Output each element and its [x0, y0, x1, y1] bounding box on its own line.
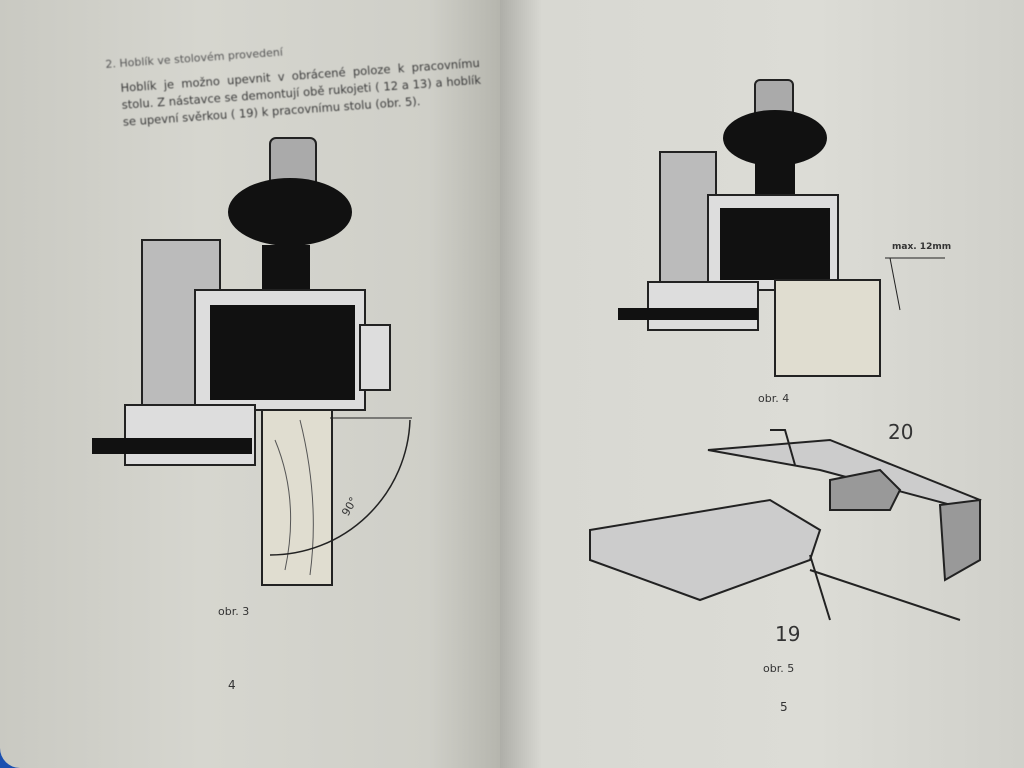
right-page: max. 12mm obr. 4 20 19 obr. 5 5	[500, 0, 1024, 768]
label-19: 19	[775, 622, 801, 646]
page-number-left: 4	[228, 678, 236, 692]
figure-5-caption: obr. 5	[763, 662, 795, 675]
left-page: 2. Hoblík ve stolovém provedení Hoblík j…	[0, 0, 505, 768]
figure-3-drawing	[92, 137, 412, 586]
page-number-right: 5	[780, 700, 788, 714]
figure-5-drawing	[589, 429, 982, 621]
label-20: 20	[888, 420, 914, 444]
figure-4-caption: obr. 4	[758, 392, 790, 405]
figure-4-drawing	[618, 79, 945, 377]
figure-3-caption: obr. 3	[218, 605, 250, 618]
max-depth-label: max. 12mm	[892, 242, 952, 252]
